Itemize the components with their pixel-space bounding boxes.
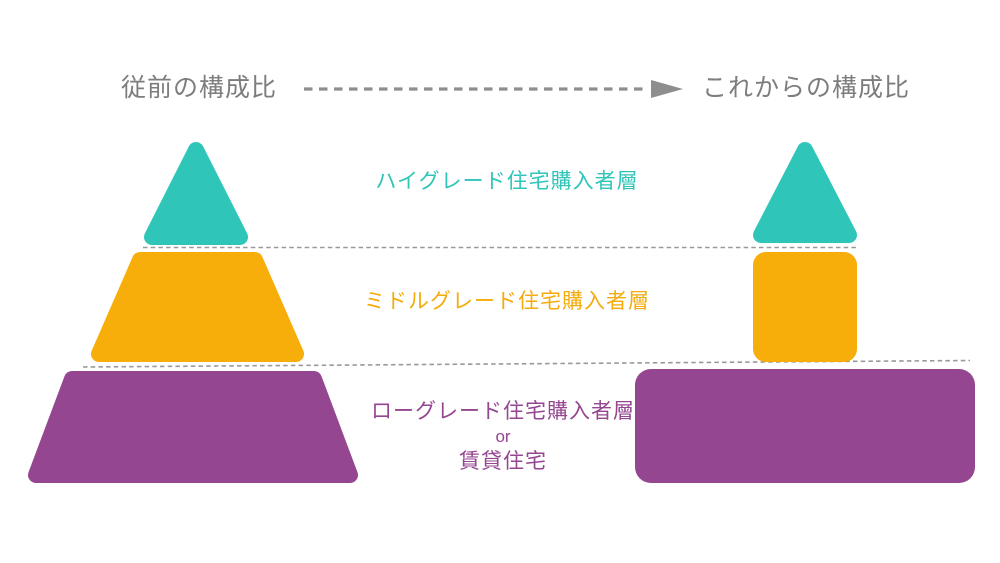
- high-grade-tier-label: ハイグレード住宅購入者層: [375, 170, 639, 193]
- low-grade-tier-label-line1: ローグレード住宅購入者層: [371, 400, 635, 423]
- low-grade-tier-label-line2: 賃貸住宅: [459, 450, 547, 473]
- after-column-title: これからの構成比: [701, 74, 910, 102]
- before-column-title: 従前の構成比: [120, 74, 277, 102]
- left-pyramid-middle-tier: [91, 252, 304, 362]
- right-middle-tier-rect: [753, 252, 857, 362]
- separator-line-middle-low: [82, 359, 971, 368]
- low-grade-tier-label-or: or: [495, 427, 511, 446]
- low-grade-tier-label: ローグレード住宅購入者層 or 賃貸住宅: [303, 399, 703, 474]
- right-low-tier-rect: [635, 369, 975, 483]
- right-high-tier-triangle: [753, 142, 857, 243]
- transition-arrow-head-icon: [651, 80, 683, 98]
- middle-grade-tier-label: ミドルグレード住宅購入者層: [364, 290, 650, 313]
- left-pyramid-high-tier: [144, 142, 248, 245]
- left-pyramid-low-tier: [28, 371, 358, 483]
